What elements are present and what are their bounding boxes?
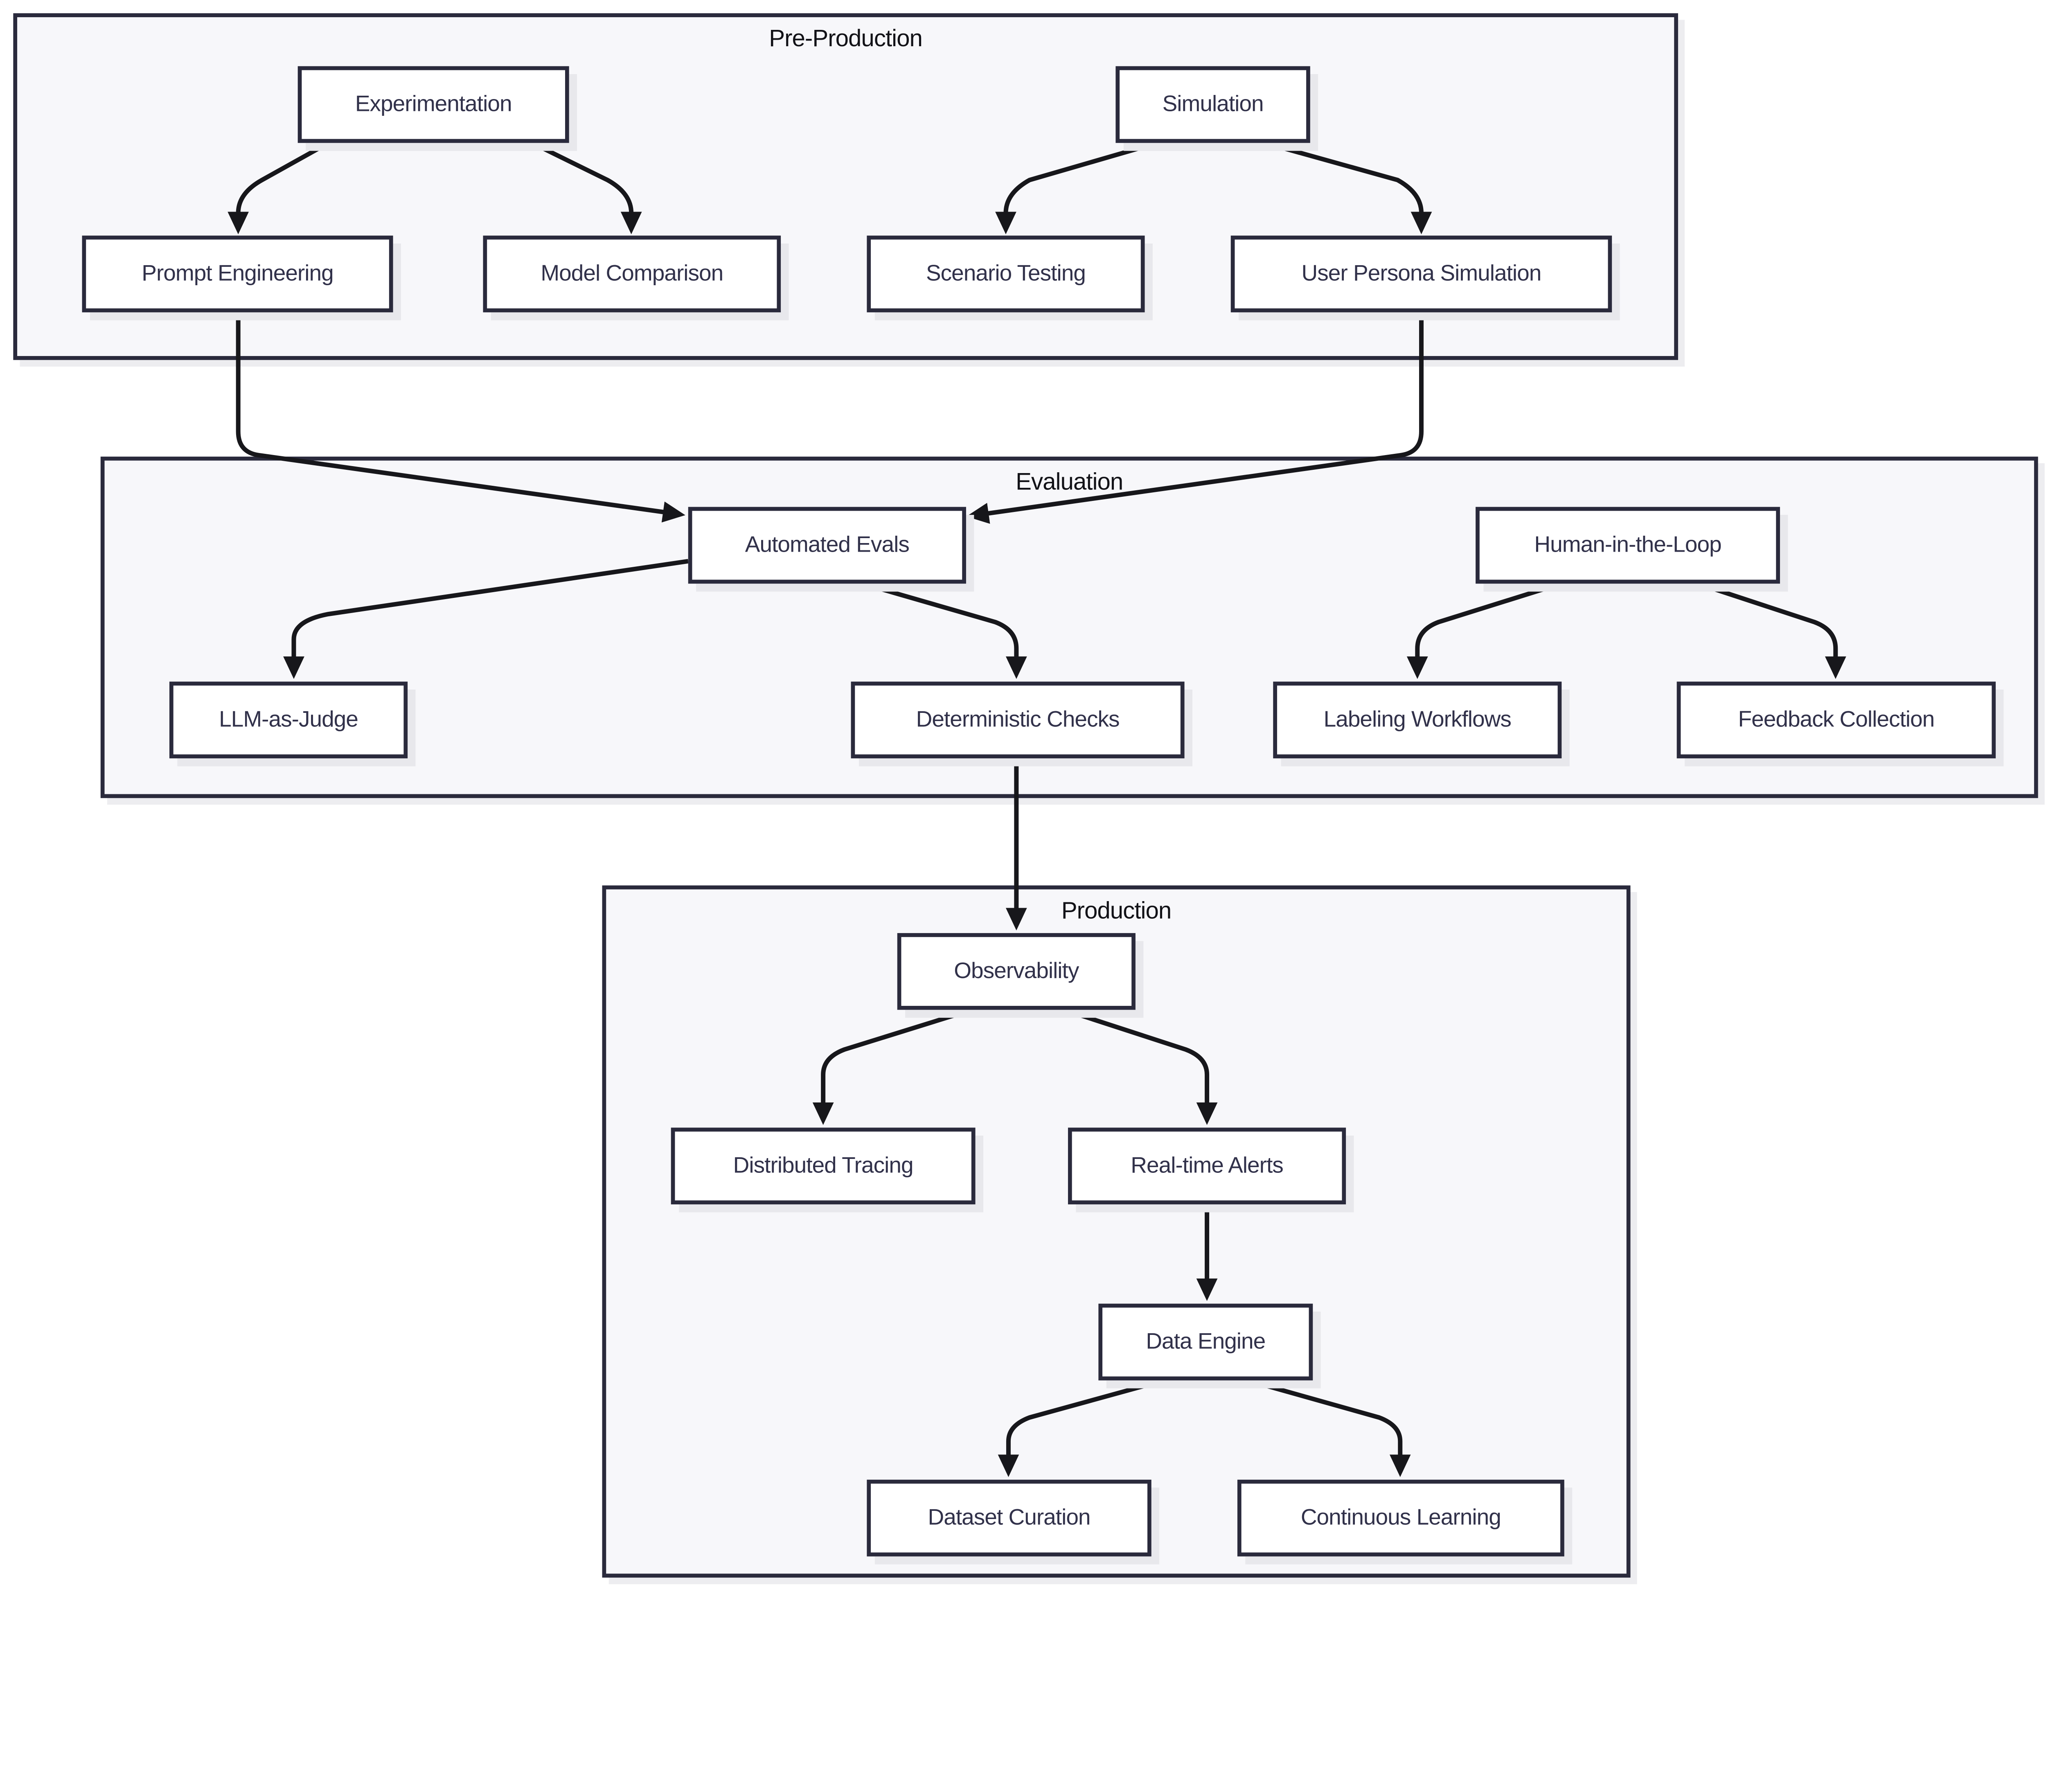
- node-dataset-curation: Dataset Curation: [867, 1479, 1151, 1557]
- node-model-comparison: Model Comparison: [483, 235, 781, 313]
- node-continuous-learning: Continuous Learning: [1237, 1479, 1564, 1557]
- node-feedback-collection: Feedback Collection: [1676, 681, 1996, 759]
- node-user-persona-simulation: User Persona Simulation: [1230, 235, 1612, 313]
- node-labeling-workflows: Labeling Workflows: [1273, 681, 1562, 759]
- node-scenario-testing: Scenario Testing: [867, 235, 1145, 313]
- node-human-in-the-loop: Human-in-the-Loop: [1476, 507, 1780, 584]
- cluster-title-pre-production: Pre-Production: [769, 25, 923, 52]
- node-llm-as-judge: LLM-as-Judge: [169, 681, 408, 759]
- cluster-title-evaluation: Evaluation: [1016, 468, 1123, 495]
- node-real-time-alerts: Real-time Alerts: [1068, 1127, 1346, 1205]
- node-prompt-engineering: Prompt Engineering: [82, 235, 393, 313]
- node-deterministic-checks: Deterministic Checks: [851, 681, 1185, 759]
- flowchart-canvas: Pre-Production Evaluation Production Exp…: [13, 13, 2038, 1578]
- node-automated-evals: Automated Evals: [688, 507, 966, 584]
- node-observability: Observability: [897, 933, 1136, 1010]
- node-distributed-tracing: Distributed Tracing: [671, 1127, 976, 1205]
- node-data-engine: Data Engine: [1098, 1303, 1313, 1381]
- node-simulation: Simulation: [1115, 66, 1310, 143]
- node-experimentation: Experimentation: [297, 66, 569, 143]
- cluster-title-production: Production: [1061, 897, 1172, 924]
